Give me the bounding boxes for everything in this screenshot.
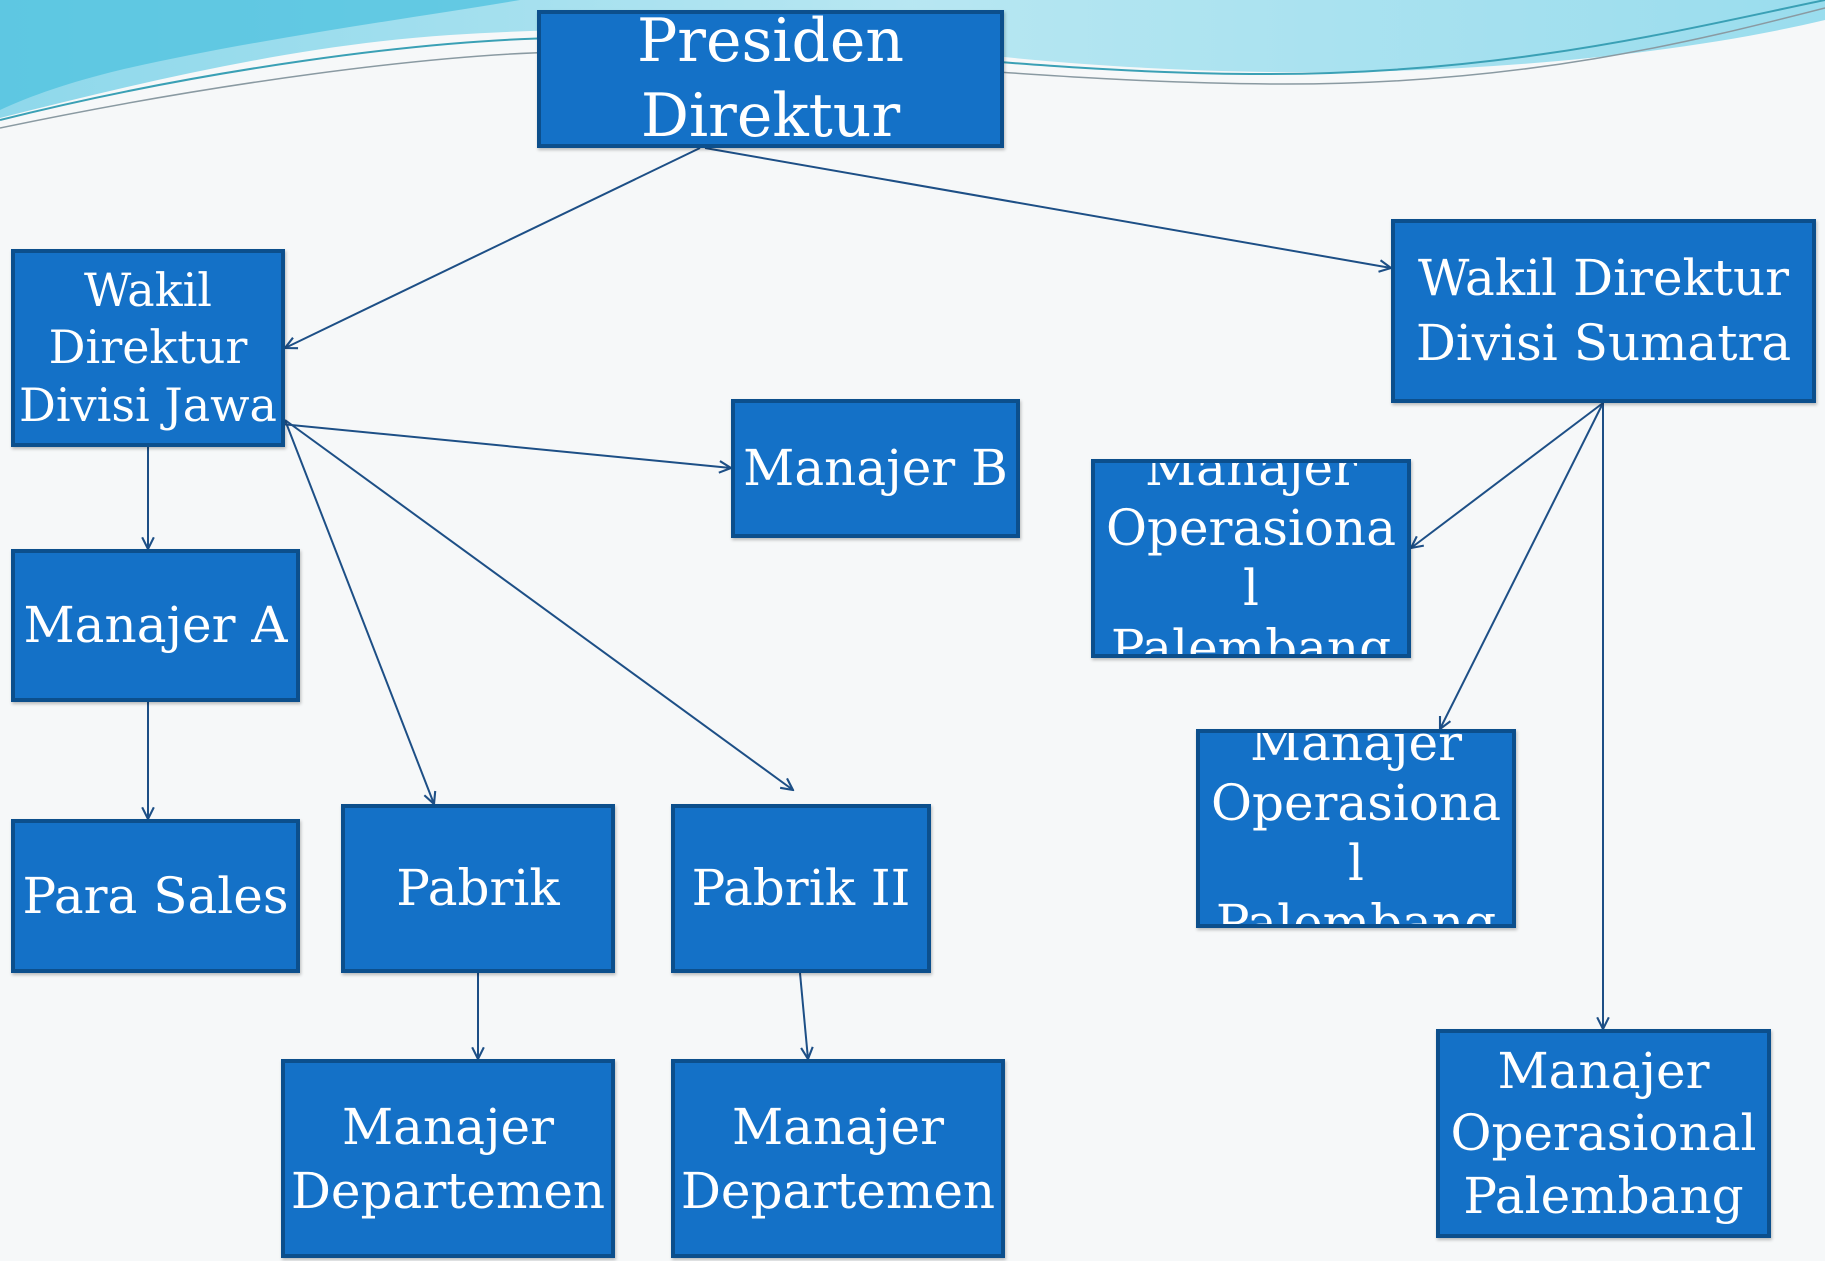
node-label: Wakil Direktur Divisi Jawa (19, 262, 277, 432)
node-label: Pabrik II (691, 859, 911, 917)
edge-presiden-to-wakil-sumatra (704, 147, 1391, 268)
node-manajer-operasional-3: Manajer Operasional Palembang (1436, 1029, 1771, 1238)
node-manajer-operasional-1: Manajer Operasiona l Palembang (1091, 459, 1411, 658)
edge-wakil-sumatra-to-manajer-operasional-2 (1440, 402, 1604, 729)
edge-wakil-jawa-to-manajer-b (239, 419, 731, 468)
node-label: Manajer Departemen (680, 1097, 996, 1220)
node-label: Manajer B (743, 439, 1008, 497)
node-label: Manajer Departemen (290, 1097, 606, 1220)
node-label: Presiden Direktur (636, 10, 905, 148)
wave-band-top (0, 0, 1825, 118)
node-pabrik-ii: Pabrik II (671, 804, 931, 973)
node-label: Pabrik (396, 859, 560, 917)
node-manajer-departemen-2: Manajer Departemen (671, 1059, 1005, 1258)
node-label: Manajer Operasiona l Palembang (1210, 729, 1502, 928)
node-pabrik: Pabrik (341, 804, 615, 973)
node-para-sales: Para Sales (11, 819, 300, 973)
edge-wakil-sumatra-to-manajer-operasional-1 (1411, 402, 1604, 548)
node-label: Para Sales (22, 866, 289, 925)
node-manajer-a: Manajer A (11, 549, 300, 702)
node-wakil-direktur-jawa: Wakil Direktur Divisi Jawa (11, 249, 285, 447)
node-label: Manajer A (23, 596, 288, 654)
node-presiden-direktur: Presiden Direktur (537, 10, 1004, 148)
node-label: Wakil Direktur Divisi Sumatra (1415, 249, 1792, 372)
node-wakil-direktur-sumatra: Wakil Direktur Divisi Sumatra (1391, 219, 1816, 403)
node-manajer-departemen-1: Manajer Departemen (281, 1059, 615, 1258)
edge-pabrik-ii-to-manajer-departemen-2 (799, 972, 808, 1059)
wave-band-left (0, 0, 520, 110)
node-manajer-operasional-2: Manajer Operasiona l Palembang (1196, 729, 1516, 928)
node-manajer-b: Manajer B (731, 399, 1020, 538)
edge-wakil-jawa-to-pabrik-ii (284, 419, 793, 790)
node-label: Manajer Operasiona l Palembang (1105, 459, 1397, 658)
node-label: Manajer Operasional Palembang (1450, 1041, 1757, 1225)
edge-wakil-jawa-to-pabrik (284, 419, 434, 804)
edge-presiden-to-wakil-jawa (285, 147, 701, 348)
